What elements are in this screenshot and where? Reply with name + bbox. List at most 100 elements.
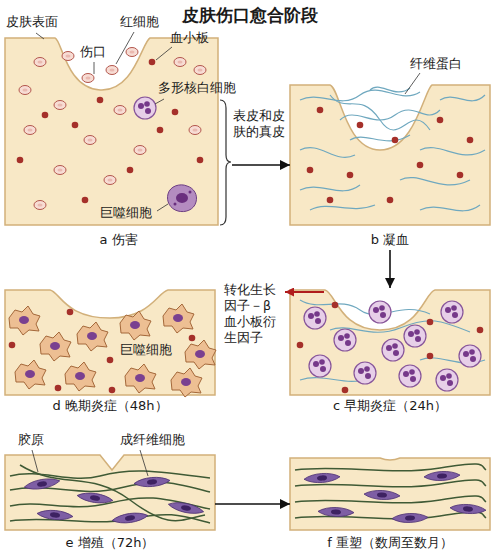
label-box: 纤维蛋白 <box>410 56 462 72</box>
flow-arrow <box>215 503 290 505</box>
red-blood-cells <box>106 66 118 75</box>
platelets <box>157 127 164 134</box>
platelets <box>467 137 474 144</box>
stage-caption: d 晚期炎症（48h） <box>52 398 167 414</box>
red-blood-cells <box>114 106 126 115</box>
callout-label: 伤口 <box>80 44 106 60</box>
red-blood-cells <box>34 201 46 210</box>
fibrin-strands <box>330 95 430 130</box>
fibroblasts <box>77 491 114 505</box>
fibroblasts <box>364 490 400 501</box>
caption-box: e 增殖（72h） <box>66 535 155 551</box>
platelets <box>127 167 134 174</box>
platelets <box>387 197 394 204</box>
label-box: 胶原 <box>18 432 44 448</box>
neutrophils <box>382 339 404 361</box>
fibroblasts <box>318 507 354 517</box>
fibrin-strands <box>300 300 485 381</box>
platelets <box>55 385 62 392</box>
neutrophils <box>304 307 326 329</box>
platelets <box>149 59 156 66</box>
macrophages <box>171 368 202 397</box>
fibrin-strands <box>300 87 485 211</box>
fibrin-strands <box>370 87 410 92</box>
neutrophils <box>354 362 376 384</box>
leader-line <box>140 450 148 476</box>
platelets <box>417 162 424 169</box>
macrophages <box>65 362 96 391</box>
panel-e-illustration <box>5 450 215 530</box>
platelets <box>42 112 49 119</box>
label-box: 血小板 <box>170 30 209 46</box>
callout-label: 转化生长因子－β 血小板衍生因子 <box>224 282 280 346</box>
stage-caption: a 伤害 <box>99 232 137 248</box>
leader-line <box>405 73 420 94</box>
neutrophils <box>304 301 481 391</box>
leader-line <box>32 450 38 472</box>
platelets <box>17 59 204 204</box>
red-blood-cells <box>189 126 201 135</box>
platelets <box>17 157 24 164</box>
macrophages <box>9 306 40 335</box>
skin-tissue <box>290 458 490 530</box>
macrophages <box>40 332 71 361</box>
platelets <box>317 107 324 114</box>
fibroblasts <box>112 511 149 525</box>
label-box: 皮肤表面 <box>6 14 58 30</box>
platelets <box>109 387 116 394</box>
red-blood-cells <box>54 101 66 110</box>
red-blood-cells <box>134 146 146 155</box>
fibrin-strands <box>300 185 360 191</box>
panel-a-illustration <box>134 97 156 119</box>
signal-arrow <box>285 291 324 293</box>
stage-panel: c 早期炎症（24h） <box>290 288 490 416</box>
caption-box: d 晚期炎症（48h） <box>52 398 167 414</box>
platelets <box>82 197 89 204</box>
red-blood-cells <box>19 86 31 95</box>
neutrophils <box>399 365 421 387</box>
red-blood-cells <box>82 74 94 83</box>
neutrophils <box>309 355 331 377</box>
leader-line <box>155 99 164 104</box>
platelets <box>327 197 334 204</box>
fibrin-strands <box>420 148 485 155</box>
fibrin-strands <box>440 95 485 101</box>
panel-b-illustration <box>290 73 490 225</box>
platelets <box>97 97 104 104</box>
fibroblasts <box>37 509 74 521</box>
platelets <box>297 342 304 349</box>
stage-caption: e 增殖（72h） <box>66 535 155 551</box>
collagen-fibers <box>10 515 210 523</box>
callout-label: 巨噬细胞 <box>100 205 152 221</box>
macrophages <box>163 304 194 333</box>
platelets <box>172 109 179 116</box>
red-blood-cells <box>126 48 138 57</box>
stage-panel: e 增殖（72h） <box>5 452 215 553</box>
fibroblasts <box>167 500 204 516</box>
callout-label: 皮肤表面 <box>6 14 58 30</box>
leader-line <box>116 32 134 64</box>
stage-panel: d 晚期炎症（48h） <box>5 288 215 416</box>
panel-a-illustration <box>5 32 231 225</box>
stage-panel: f 重塑（数周至数月） <box>290 455 490 553</box>
macrophages <box>185 340 216 369</box>
callout-label: 表皮和皮肤的真皮 <box>233 108 287 140</box>
caption-box: f 重塑（数周至数月） <box>327 535 453 551</box>
red-blood-cells <box>84 136 96 145</box>
platelets <box>427 353 434 360</box>
platelets <box>72 122 79 129</box>
callout-label: 成纤维细胞 <box>120 432 185 448</box>
skin-tissue <box>5 38 218 225</box>
neutrophils <box>369 301 391 323</box>
caption-box: a 伤害 <box>99 232 137 248</box>
title-box: 皮肤伤口愈合阶段 <box>0 4 500 26</box>
collagen-fibers <box>10 465 210 523</box>
panel-d-illustration <box>5 290 216 397</box>
callout-label: 多形核白细胞 <box>158 80 236 96</box>
red-blood-cells <box>34 58 46 67</box>
caption-box: b 凝血 <box>371 232 409 248</box>
